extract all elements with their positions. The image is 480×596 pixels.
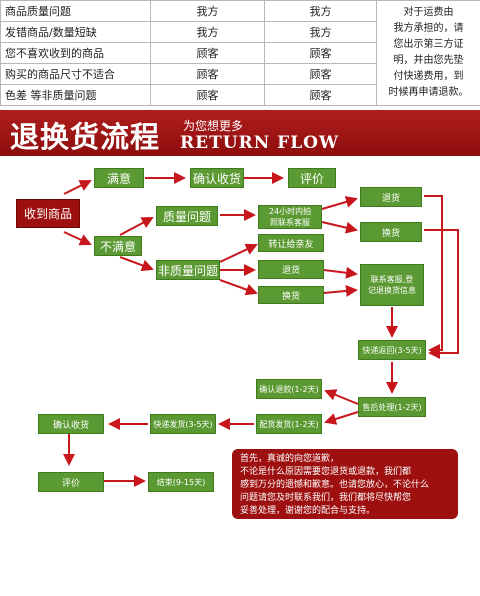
freight-note-line: 时候再申请退款。 [388,87,469,98]
node-refund: 退货 [360,187,422,207]
arrow [324,411,359,425]
node-confirm-receipt-2: 确认收货 [38,414,104,434]
freight-note-line: 我方承担的，请 [393,23,464,34]
node-exchange-2: 换货 [258,286,324,304]
table-row: 您不喜欢收到的商品 顾客 顾客 [0,42,480,64]
table-row: 商品质量问题 我方 我方 对于运费由 我方承担的，请 您出示第三方证 明，并由您… [0,0,480,106]
table-row: 购买的商品尺寸不适合 顾客 顾客 [0,63,480,85]
notice-line: 首先，真诚的向您道歉， [240,454,340,464]
node-received: 收到商品 [16,199,80,228]
table-row: 色差 等非质量问题 顾客 顾客 [0,84,480,106]
node-contact-service: 联系客服,登 记退换货信息 [360,264,424,306]
arrow [321,221,358,234]
arrow [424,195,443,356]
table-cell: 顾客 [150,84,265,106]
node-contact-24h: 24小时内拍 照联系客服 [258,205,322,229]
freight-note-line: 对于运费由 [403,7,454,18]
arrow [219,243,258,263]
banner-subtitle-en: RETURN FLOW [180,133,340,153]
notice-line: 妥善处理，谢谢您的配合与支持。 [240,506,376,516]
notice-line: 不论是什么原因需要您退货或退款，我们都 [240,467,412,477]
node-contact-24h-line1: 24小时内拍 [268,207,312,216]
node-end: 结束(9-15天) [148,472,214,492]
node-non-quality-issue: 非质量问题 [156,260,220,280]
arrow [324,389,359,405]
notice-line: 感到万分的遗憾和歉意。也请您放心，不论什么 [240,480,430,490]
banner-subtitle: 为您想更多 [183,119,244,133]
node-satisfied: 满意 [94,168,144,188]
node-express-ship: 快递发货(3-5天) [150,414,216,434]
arrow [63,231,92,246]
table-cell: 顾客 [264,84,377,106]
banner-title: 退换货流程 [10,120,161,154]
node-review: 评价 [288,168,336,188]
arrow [119,217,154,236]
node-refund-2: 退货 [258,260,324,279]
node-contact-service-line1: 联系客服,登 [370,275,414,284]
arrow [63,180,92,195]
apology-notice: 首先，真诚的向您道歉， 不论是什么原因需要您退货或退款，我们都 感到万分的遗憾和… [232,449,458,519]
table-cell: 我方 [150,21,265,43]
arrow [219,279,258,296]
node-after-sale: 售后处理(1-2天) [358,397,426,417]
table-cell: 色差 等非质量问题 [0,84,151,106]
node-contact-24h-line2: 照联系客服 [270,218,310,227]
node-unsatisfied: 不满意 [94,236,142,256]
node-confirm-receipt: 确认收货 [190,168,244,188]
return-flow-banner: 退换货流程 为您想更多 RETURN FLOW [0,110,480,156]
table-cell: 您不喜欢收到的商品 [0,42,151,64]
arrow [323,284,358,297]
arrow [119,256,154,272]
node-transfer-to-friend: 转让给亲友 [258,234,324,252]
freight-note-line: 您出示第三方证 [393,39,464,50]
node-express-return: 快递返回(3-5天) [358,340,426,360]
responsibility-table: 商品质量问题 我方 我方 对于运费由 我方承担的，请 您出示第三方证 明，并由您… [0,0,480,106]
node-confirm-refund: 确认退款(1-2天) [256,379,322,399]
freight-note-line: 明，并由您先垫 [393,55,464,66]
node-quality-issue: 质量问题 [156,206,218,226]
arrow [321,196,358,210]
node-review-2: 评价 [38,472,104,492]
freight-note-line: 付快递费用，到 [393,71,464,82]
node-contact-service-line2: 记退换货信息 [368,286,416,295]
node-dispatch: 配货发货(1-2天) [256,414,322,434]
arrow [323,266,358,279]
notice-line: 问题请您及时联系我们，我们都将尽快帮您 [240,493,412,503]
node-exchange: 换货 [360,222,422,242]
arrow [424,229,459,359]
freight-note: 对于运费由 我方承担的，请 您出示第三方证 明，并由您先垫 付快递费用，到 时候… [376,0,480,106]
